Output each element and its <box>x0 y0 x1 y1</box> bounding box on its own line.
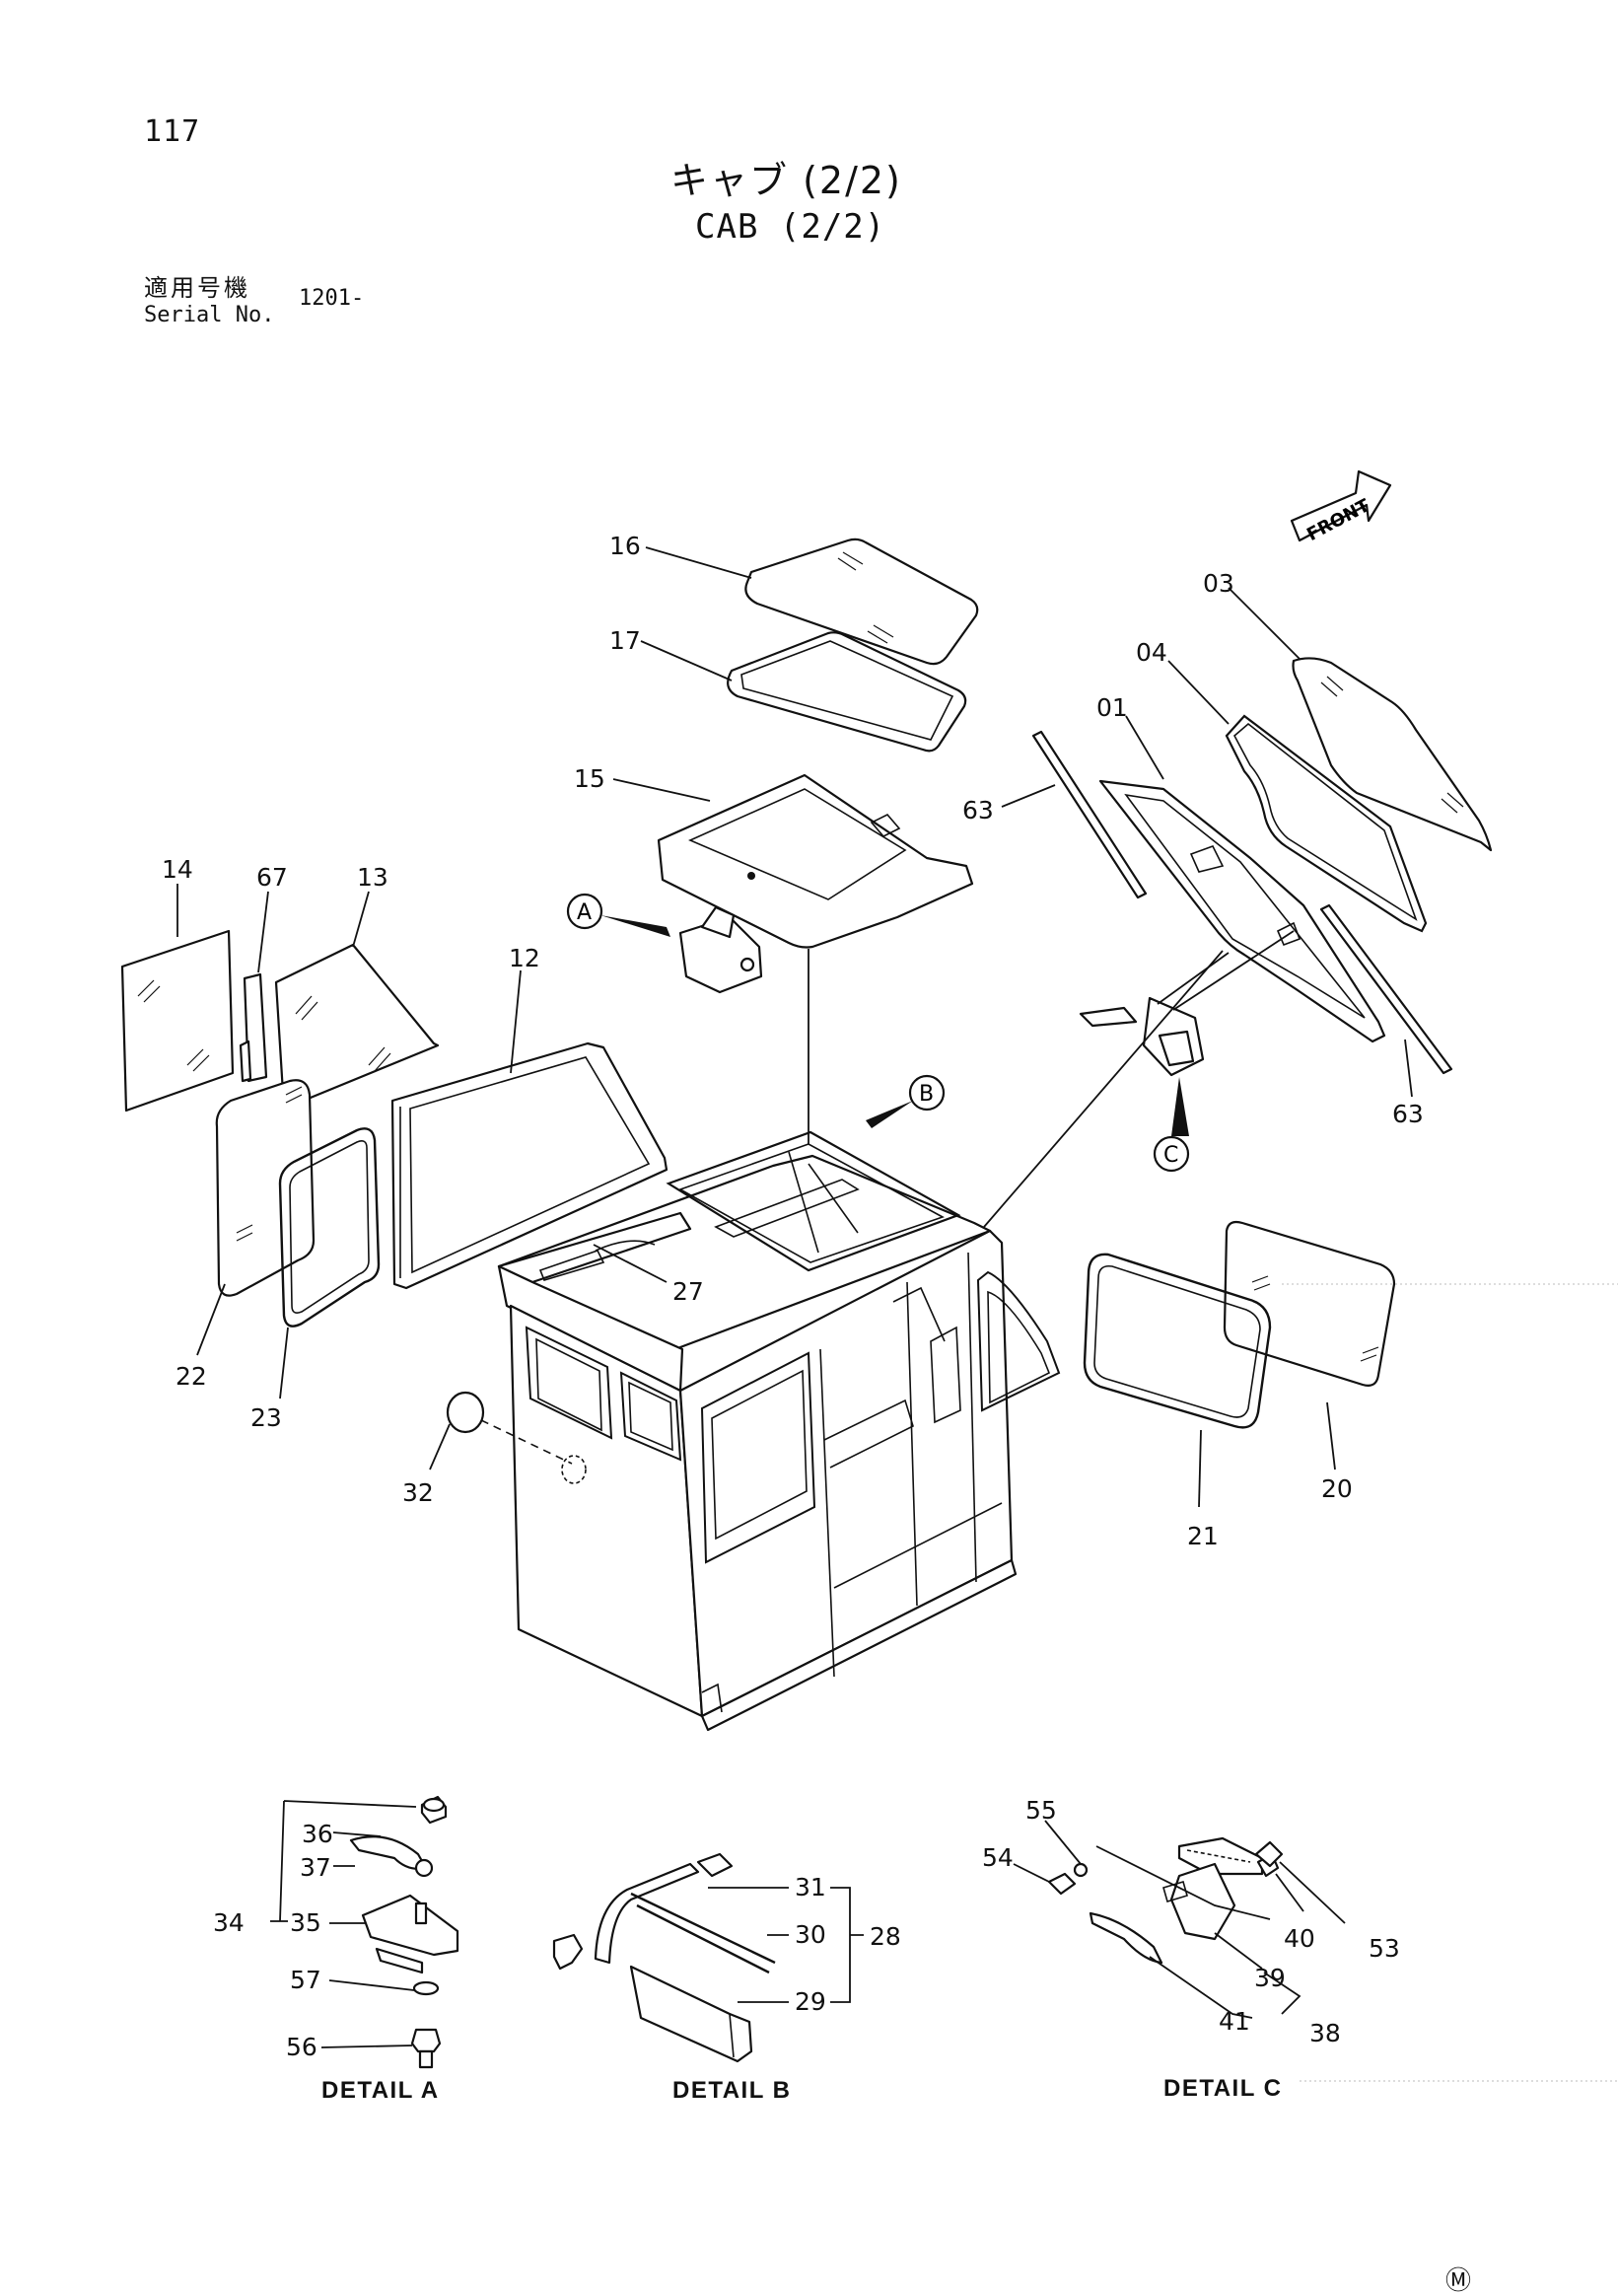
side-window-frame-part-12 <box>390 1041 668 1290</box>
rear-window-seal-part-21 <box>1083 1253 1272 1429</box>
cab-body <box>497 1130 1061 1732</box>
part-label-31: 31 <box>795 1873 826 1901</box>
small-window-seal-part-23 <box>278 1127 381 1327</box>
detail-b-assembly <box>552 1852 776 2063</box>
callout-b-letter: B <box>919 1082 934 1107</box>
detail-a-assembly <box>349 1795 459 2069</box>
callout-a-letter: A <box>577 900 592 925</box>
serial-number-value: 1201- <box>299 286 365 311</box>
part-label-01: 01 <box>1096 693 1128 722</box>
part-label-32: 32 <box>402 1478 434 1507</box>
front-seal-part-04 <box>1225 714 1428 933</box>
part-label-40: 40 <box>1284 1924 1315 1953</box>
roof-latch <box>678 905 763 994</box>
part-label-37: 37 <box>300 1853 331 1882</box>
part-label-29: 29 <box>795 1987 826 2016</box>
part-label-55: 55 <box>1025 1796 1057 1825</box>
part-label-27: 27 <box>672 1277 704 1306</box>
strip-part-63-left <box>1031 730 1148 899</box>
serial-label-english: Serial No. <box>144 303 275 327</box>
part-label-56: 56 <box>286 2033 317 2061</box>
part-label-63-lower: 63 <box>1392 1100 1424 1128</box>
footer-mark: Ⓜ <box>1445 2266 1472 2296</box>
part-label-57: 57 <box>290 1966 321 1994</box>
front-window-frame-part-01 <box>1098 779 1386 1043</box>
roof-glass-part-16 <box>744 538 979 666</box>
part-label-63-upper: 63 <box>962 796 994 825</box>
wiper-assembly <box>1079 996 1205 1077</box>
small-window-glass-part-22 <box>215 1079 316 1297</box>
title-japanese: キャブ (2/2) <box>670 159 902 202</box>
roof-frame-part-15 <box>657 773 974 949</box>
cap-part-32 <box>446 1391 573 1465</box>
callout-a: A <box>566 893 670 937</box>
part-label-54: 54 <box>982 1843 1014 1872</box>
callout-b: B <box>866 1074 946 1128</box>
detail-a-caption: DETAIL A <box>321 2077 440 2104</box>
part-label-53: 53 <box>1369 1934 1400 1963</box>
part-label-15: 15 <box>574 764 605 793</box>
part-label-16: 16 <box>609 532 641 560</box>
callout-c: C <box>1153 1135 1190 1173</box>
part-label-20: 20 <box>1321 1474 1353 1503</box>
part-label-13: 13 <box>357 863 388 892</box>
detail-c-caption: DETAIL C <box>1163 2075 1283 2102</box>
strip-part-63-right <box>1319 903 1453 1075</box>
page-number: 117 <box>144 114 201 149</box>
part-label-12: 12 <box>509 944 540 972</box>
detail-c-assembly <box>1047 1836 1284 1965</box>
part-label-67: 67 <box>256 863 288 892</box>
front-arrow: FRONT <box>1290 469 1392 545</box>
part-label-22: 22 <box>176 1362 207 1391</box>
seal-strip-part-67 <box>239 972 268 1083</box>
part-label-28: 28 <box>870 1922 901 1951</box>
part-label-39: 39 <box>1254 1964 1286 1992</box>
roof-seal-part-17 <box>727 631 967 753</box>
serial-label-japanese: 適用号機 <box>144 274 250 302</box>
part-label-17: 17 <box>609 626 641 655</box>
part-label-21: 21 <box>1187 1522 1219 1550</box>
part-label-41: 41 <box>1219 2007 1250 2036</box>
part-label-04: 04 <box>1136 638 1167 667</box>
front-glass-part-03 <box>1292 657 1493 852</box>
callout-c-letter: C <box>1163 1143 1178 1168</box>
part-label-14: 14 <box>162 855 193 884</box>
part-label-30: 30 <box>795 1920 826 1949</box>
part-label-03: 03 <box>1203 569 1234 598</box>
rear-window-glass-part-20 <box>1223 1220 1396 1387</box>
part-label-36: 36 <box>302 1820 333 1848</box>
detail-b-caption: DETAIL B <box>672 2077 792 2104</box>
part-label-34: 34 <box>213 1908 245 1937</box>
side-glass-part-14 <box>120 929 235 1112</box>
title-english: CAB (2/2) <box>695 207 886 247</box>
part-label-23: 23 <box>250 1403 282 1432</box>
part-label-38: 38 <box>1309 2019 1341 2047</box>
part-label-35: 35 <box>290 1908 321 1937</box>
